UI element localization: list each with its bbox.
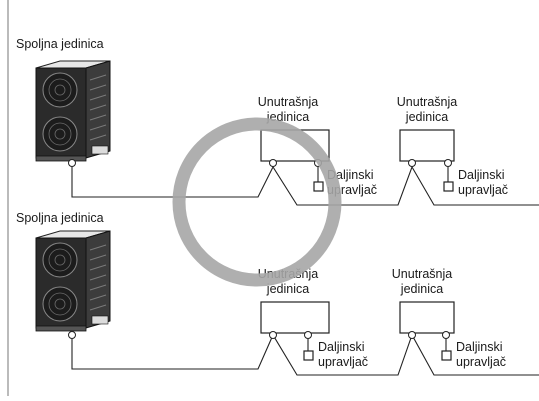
outdoor-unit-icon-2 xyxy=(35,230,111,332)
indoor-unit-3-label-line2: jedinica xyxy=(266,282,309,296)
outdoor-terminal-2 xyxy=(68,331,76,339)
remote-4-label-line1: Daljinski xyxy=(456,340,503,354)
indoor-unit-2-label-line2: jedinica xyxy=(405,110,448,124)
wire-bottom-main xyxy=(71,333,539,376)
indoor-unit-2-box xyxy=(399,129,455,162)
outdoor-unit-label-2: Spoljna jedinica xyxy=(16,211,104,225)
remote-3-label-line2: upravljač xyxy=(318,355,368,369)
watermark-ring xyxy=(172,117,342,287)
indoor-unit-3-box xyxy=(260,301,330,334)
remote-controller-icon-2 xyxy=(443,181,454,192)
remote-controller-icon-1 xyxy=(313,181,324,192)
indoor-unit-1-label-line1: Unutrašnja xyxy=(258,95,318,109)
indoor-unit-2-label-line1: Unutrašnja xyxy=(397,95,457,109)
outdoor-unit-label-1: Spoljna jedinica xyxy=(16,37,104,51)
remote-3-label-line1: Daljinski xyxy=(318,340,365,354)
remote-4-label-line2: upravljač xyxy=(456,355,506,369)
remote-controller-icon-4 xyxy=(441,350,452,361)
outdoor-unit-icon-1 xyxy=(35,60,111,162)
indoor-unit-3-remote-terminal xyxy=(304,331,312,339)
indoor-unit-4-remote-terminal xyxy=(442,331,450,339)
outdoor-terminal-1 xyxy=(68,159,76,167)
remote-2-label-line1: Daljinski xyxy=(458,168,505,182)
indoor-unit-4-label-line1: Unutrašnja xyxy=(392,267,452,281)
indoor-unit-4-terminal xyxy=(408,331,416,339)
indoor-unit-2-terminal xyxy=(408,159,416,167)
wire-top-main xyxy=(71,165,539,206)
indoor-unit-4-label-line2: jedinica xyxy=(400,282,443,296)
remote-1-label-line1: Daljinski xyxy=(327,168,374,182)
remote-2-label-line2: upravljač xyxy=(458,183,508,197)
remote-controller-icon-3 xyxy=(303,350,314,361)
indoor-unit-1-terminal xyxy=(269,159,277,167)
indoor-unit-4-box xyxy=(399,301,455,334)
indoor-unit-3-terminal xyxy=(269,331,277,339)
indoor-unit-2-remote-terminal xyxy=(444,159,452,167)
